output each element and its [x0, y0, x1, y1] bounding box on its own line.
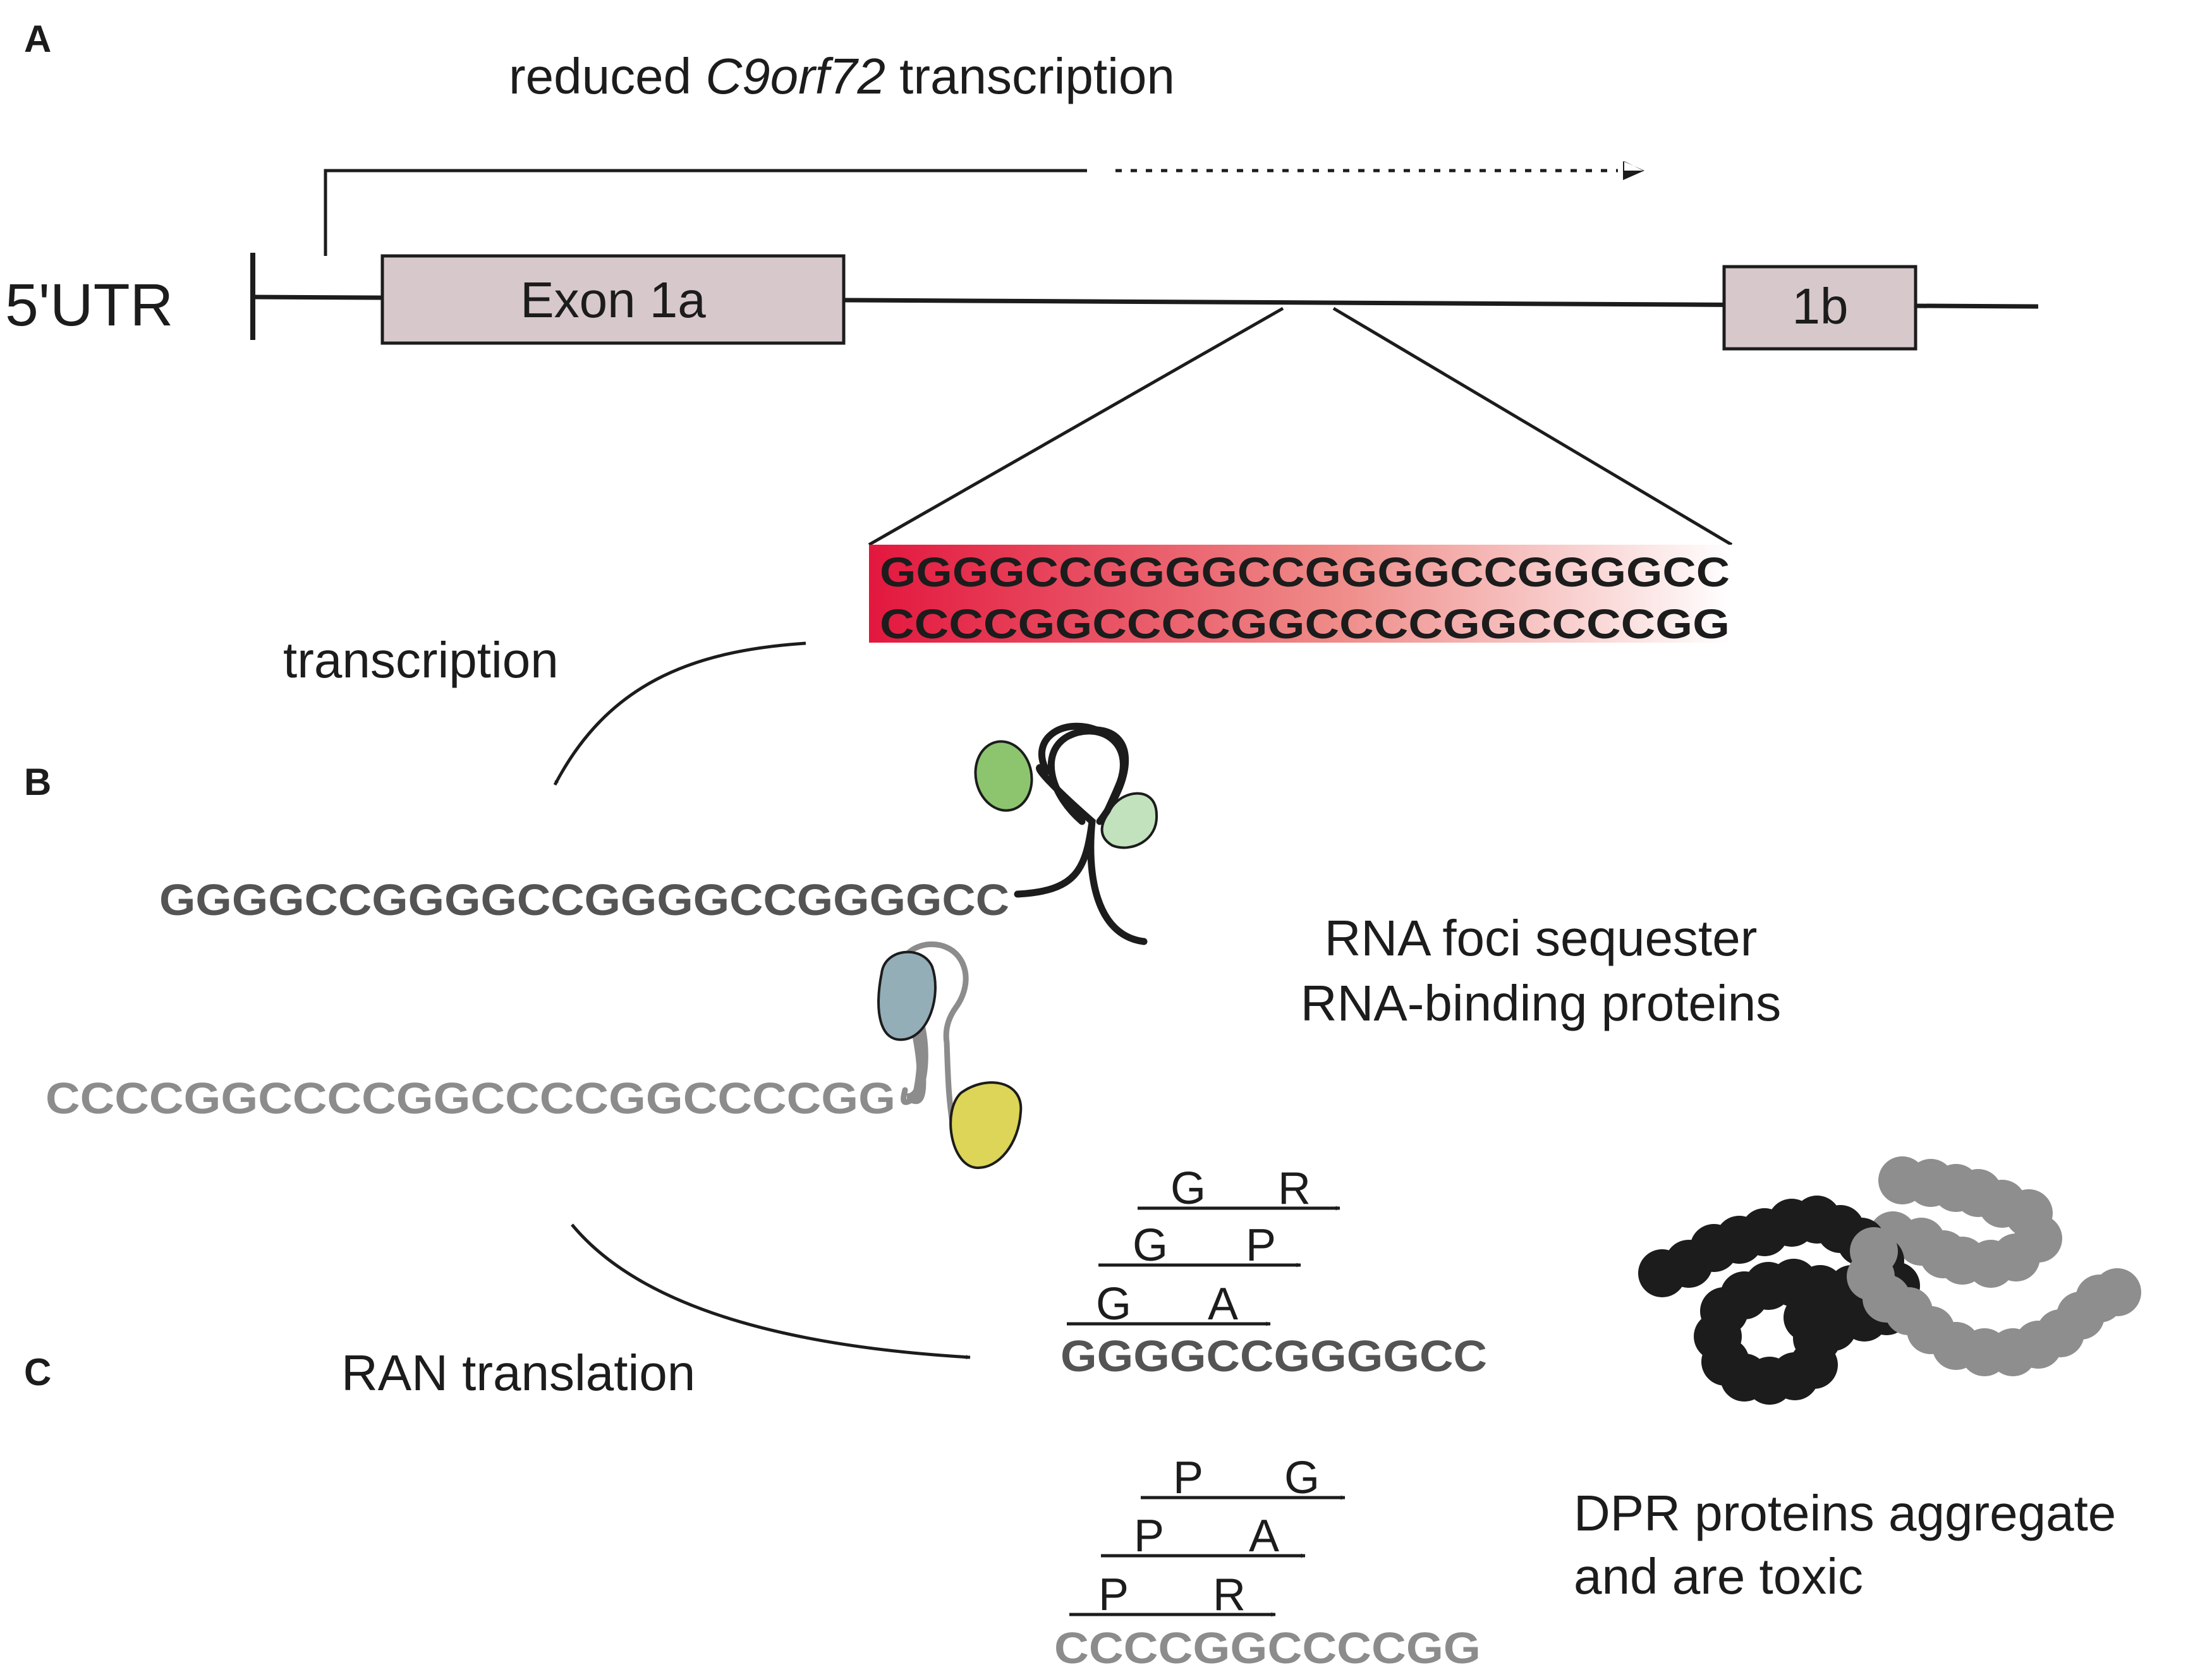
title-reduced-transcription: reduced C9orf72 transcription: [509, 48, 1175, 104]
utr-label: 5'UTR: [5, 272, 173, 339]
rbp-green-light-protein: [1100, 792, 1158, 849]
rbp-green-dark-protein: [974, 740, 1033, 812]
dpr-caption-line1: DPR proteins aggregate: [1574, 1485, 2116, 1541]
exon-1a-label: Exon 1a: [520, 272, 706, 328]
sense-frame-gr-second: R: [1278, 1163, 1311, 1214]
transcription-label: transcription: [283, 632, 559, 688]
antisense-frame-pr-first: P: [1098, 1570, 1129, 1620]
dpr-gray-bead: [2093, 1268, 2141, 1316]
sense-frame-gp-first: G: [1133, 1220, 1168, 1271]
sense-rna-loop: [1047, 727, 1127, 825]
zoom-line-left: [868, 306, 1284, 547]
repeat-expansion-block: [869, 545, 1732, 643]
transcription-start-arrow-solid: [324, 169, 1087, 256]
sense-frame-ga: G A: [1067, 1279, 1271, 1330]
rna-foci-caption-line1: RNA foci sequester: [1325, 910, 1758, 966]
sense-frame-gp-second: P: [1246, 1220, 1276, 1271]
sense-frame-ga-second: A: [1208, 1279, 1238, 1330]
title-suffix: transcription: [885, 48, 1175, 104]
antisense-frame-pr-second: R: [1213, 1570, 1246, 1620]
panel-label-c: C: [24, 1351, 51, 1393]
antisense-frame-pr: P R: [1069, 1570, 1276, 1620]
sense-dna-short-sequence: GGGGCCGGGGCC: [1060, 1331, 1487, 1381]
sense-frame-gr-first: G: [1170, 1163, 1206, 1214]
sense-frame-gp: G P: [1098, 1220, 1301, 1271]
antisense-frame-pg-first: P: [1173, 1453, 1203, 1503]
rbp-blue-protein: [877, 950, 937, 1041]
antisense-frame-pa-second: A: [1249, 1511, 1279, 1561]
antisense-rna-sequence: CCCCGGCCCCGGCCCCGGCCCCGG: [46, 1074, 896, 1123]
ran-translation-curved-arrow: [571, 1223, 971, 1360]
dpr-caption-line2: and are toxic: [1574, 1548, 1863, 1604]
antisense-frame-pa: P A: [1101, 1511, 1306, 1561]
dpr-aggregate-illustration: [1638, 1156, 2141, 1405]
antisense-dna-short-sequence: CCCCGGCCCCGG: [1054, 1623, 1481, 1672]
ran-translation-label: RAN translation: [341, 1345, 695, 1401]
panel-label-a: A: [24, 18, 51, 60]
sense-rna-hairpin: [1014, 722, 1148, 945]
rbp-yellow-protein: [949, 1081, 1023, 1170]
transcription-arrow-head: [1623, 161, 1644, 180]
antisense-frame-pg-second: G: [1284, 1453, 1320, 1503]
repeat-sense-strand: GGGGCCGGGGCCGGGGCCGGGGCC: [880, 548, 1730, 595]
exon-1b-label: 1b: [1792, 278, 1849, 334]
sense-rna-sequence: GGGGCCGGGGCCGGGGCCGGGGCC: [159, 875, 1009, 924]
exon-1a-box: [380, 254, 846, 345]
panel-label-b: B: [24, 761, 51, 803]
title-gene-name: C9orf72: [705, 48, 885, 104]
title-prefix: reduced: [509, 48, 705, 104]
antisense-frame-pg: P G: [1141, 1453, 1346, 1503]
zoom-line-right: [1332, 306, 1733, 547]
antisense-frame-pa-first: P: [1134, 1511, 1164, 1561]
transcription-curved-arrow: [553, 641, 806, 786]
exon-1b-box: [1722, 265, 1917, 351]
dpr-black-bead: [1797, 1297, 1845, 1345]
sense-frame-gr: G R: [1138, 1163, 1340, 1214]
repeat-antisense-strand: CCCCGGCCCCGGCCCCGGCCCCGG: [880, 600, 1730, 647]
sense-frame-ga-first: G: [1096, 1279, 1131, 1330]
rna-foci-caption-line2: RNA-binding proteins: [1301, 975, 1781, 1031]
